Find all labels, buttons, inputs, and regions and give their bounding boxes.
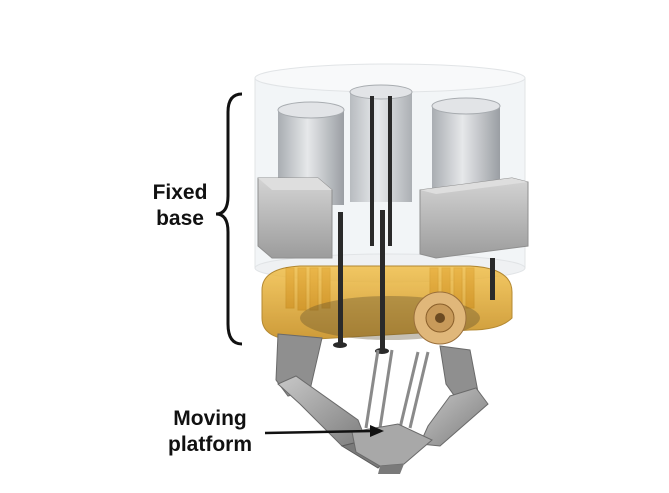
fixed-base-label-line2: base	[156, 207, 204, 230]
yellow-frame-ring	[261, 265, 513, 341]
fixed-base-label: Fixed base	[130, 180, 230, 232]
mounting-block-right	[419, 177, 529, 259]
moving-platform-label-line1: Moving	[173, 407, 247, 430]
moving-platform-pointer-arrowhead	[370, 425, 384, 437]
moving-platform-pointer-line	[264, 429, 373, 435]
mounting-block-left	[257, 177, 333, 259]
moving-platform-label: Moving platform	[150, 406, 270, 458]
vertical-rods	[338, 96, 495, 350]
motor-cylinder-center	[349, 84, 413, 202]
parallel-links	[364, 349, 430, 429]
gear-bearing	[413, 291, 467, 345]
right-arm	[419, 345, 489, 447]
fixed-base-label-line1: Fixed	[152, 181, 208, 204]
fixed-base-bracket	[215, 92, 243, 346]
moving-platform-label-line2: platform	[168, 433, 252, 456]
